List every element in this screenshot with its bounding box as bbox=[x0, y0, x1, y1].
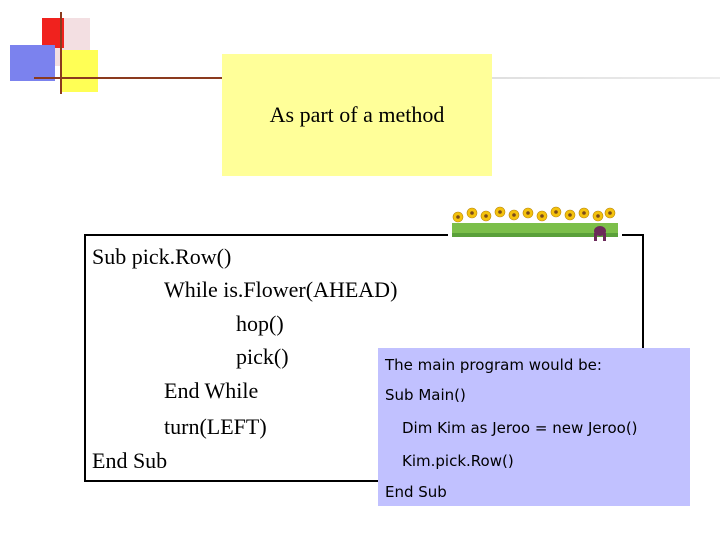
main-program-box: The main program would be: Sub Main() Di… bbox=[378, 348, 690, 506]
main-program-line: Sub Main() bbox=[385, 386, 466, 404]
code-line: hop() bbox=[236, 311, 284, 336]
code-line: End While bbox=[164, 378, 259, 403]
decor-vertical-line bbox=[60, 12, 62, 94]
flower-garden-icon bbox=[448, 203, 622, 249]
decor-blue-square bbox=[10, 45, 55, 81]
main-program-line: Dim Kim as Jeroo = new Jeroo() bbox=[402, 419, 638, 437]
code-line: While is.Flower(AHEAD) bbox=[164, 277, 398, 302]
decor-yellow-square bbox=[60, 50, 98, 92]
code-block: Sub pick.Row() While is.Flower(AHEAD) ho… bbox=[84, 234, 644, 482]
code-line: Sub pick.Row() bbox=[92, 244, 232, 269]
code-line: pick() bbox=[236, 344, 289, 369]
code-line: End Sub bbox=[92, 448, 168, 473]
main-program-line: Kim.pick.Row() bbox=[402, 452, 514, 470]
main-program-line: End Sub bbox=[385, 483, 447, 501]
slide-heading-box: As part of a method bbox=[222, 54, 492, 176]
slide-heading: As part of a method bbox=[269, 102, 445, 127]
code-line: turn(LEFT) bbox=[164, 414, 267, 439]
main-program-line: The main program would be: bbox=[385, 356, 602, 374]
decor-red-square bbox=[42, 18, 64, 48]
